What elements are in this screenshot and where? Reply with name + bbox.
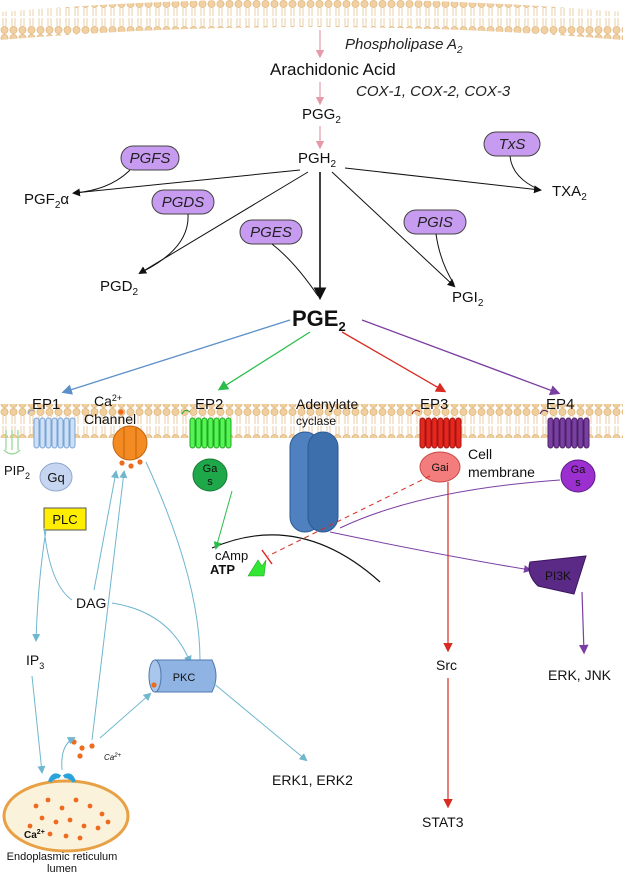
svg-text:s: s: [575, 477, 581, 489]
arrow-pge-ep2: [217, 331, 311, 391]
metabolite-arachidonic-acid: Arachidonic Acid: [270, 60, 396, 79]
receptor-ep3-label: EP3: [420, 396, 448, 413]
metabolite-pgf2a: PGF2α: [24, 191, 69, 211]
ip3-label: IP3: [26, 652, 44, 671]
ca-channel-label: Ca2+: [94, 393, 122, 409]
dag-to-pkc: [111, 602, 192, 664]
src-label: Src: [436, 657, 457, 673]
receptor-ep4-label: EP4: [546, 396, 574, 413]
receptor-ep2-label: EP2: [195, 396, 223, 413]
ca-channel-label-2: Channel: [84, 411, 136, 427]
adenylate-cyclase: [289, 431, 339, 533]
svg-text:PGIS: PGIS: [417, 214, 453, 231]
receptor-ep3: [411, 409, 462, 449]
adenylate-label-2: cyclase: [296, 414, 336, 428]
atp-arrow: [247, 559, 267, 577]
line-pgh-pgd: [138, 171, 309, 275]
adenylate-to-pi3k: [329, 531, 532, 573]
er-to-cyto: [61, 737, 76, 771]
metabolite-pge2: PGE2: [292, 306, 346, 334]
free-ca-dots: [71, 739, 95, 759]
svg-text:Gq: Gq: [47, 470, 64, 485]
gq-protein: Gq: [39, 462, 73, 492]
pip2-molecule: [3, 430, 21, 455]
svg-text:Gai: Gai: [431, 462, 448, 474]
receptor-ep4: [539, 409, 590, 449]
arrow-pkc-erk: [211, 681, 308, 762]
svg-text:PKC: PKC: [173, 672, 196, 684]
plc-box: PLC: [43, 507, 87, 531]
svg-text:PGES: PGES: [250, 224, 292, 241]
svg-text:Ga: Ga: [571, 464, 587, 476]
metabolite-pgi2: PGI2: [452, 289, 484, 309]
pip2-to-dag: [43, 527, 73, 601]
metabolite-pgg2: PGG2: [302, 106, 341, 126]
cell-membrane-label-2: membrane: [468, 464, 535, 480]
inhibition-bar: [261, 549, 273, 565]
pkc-shape: PKC: [148, 659, 217, 693]
pi3k-shape: PI3K: [528, 555, 587, 595]
enzyme-pges: PGES: [239, 219, 319, 297]
gai-protein: Gai: [419, 451, 461, 483]
adenylate-label: Adenylate: [296, 396, 358, 412]
arrow-gas-camp: [213, 490, 233, 550]
svg-text:PLC: PLC: [52, 512, 77, 527]
channel-to-erk: [60, 326, 122, 395]
ca-channel: [112, 409, 148, 469]
dag-to-channel: [93, 470, 119, 591]
erk-jnk-label: ERK, JNK: [548, 667, 612, 683]
enzyme-cox: COX-1, COX-2, COX-3: [356, 83, 511, 100]
enzyme-pgis: PGIS: [403, 209, 467, 285]
line-pgh-pgf: [72, 169, 301, 197]
arrow-pi3k-erk: [578, 591, 589, 655]
arrow-pge-ep3: [341, 331, 447, 393]
free-ca-label: Ca2+: [104, 753, 122, 762]
arrow-ip3-er: [31, 675, 46, 774]
line-pgh-txa: [344, 167, 542, 194]
line-pgh-pgi: [331, 171, 456, 288]
metabolite-txa2: TXA2: [552, 183, 587, 203]
erk12-label: ERK1, ERK2: [272, 772, 353, 788]
svg-text:s: s: [207, 476, 213, 488]
cell-membrane-label: Cell: [468, 446, 492, 462]
endoplasmic-reticulum: Ca2+: [2, 773, 130, 853]
enzyme-pgfs: PGFS: [73, 145, 180, 194]
enzyme-txs: TxS: [483, 131, 541, 191]
svg-text:PGDS: PGDS: [162, 194, 205, 211]
er-label-2: lumen: [47, 863, 77, 873]
atp-label: ATP: [210, 562, 235, 577]
pip2-to-ip3: [32, 529, 47, 642]
ca-to-pkc: [99, 692, 152, 739]
dag-label: DAG: [76, 595, 106, 611]
camp-curve: [211, 534, 381, 583]
enzyme-pgds: PGDS: [141, 189, 215, 273]
camp-label: cAmp: [215, 548, 248, 563]
receptor-ep1: [27, 409, 76, 449]
ca-to-pkc-long: [145, 461, 201, 661]
receptor-ep2: [181, 409, 232, 449]
metabolite-pgd2: PGD2: [100, 278, 139, 298]
ca-to-channel: [91, 470, 128, 741]
receptor-ep1-label: EP1: [32, 396, 60, 413]
svg-text:PI3K: PI3K: [545, 569, 571, 583]
metabolite-pgh2: PGH2: [298, 150, 337, 170]
er-ca-label: Ca2+: [24, 829, 45, 841]
svg-text:PGFS: PGFS: [130, 150, 171, 167]
gas-protein-ep4: Ga s: [560, 459, 596, 493]
top-membrane: [0, 0, 623, 40]
gai-inhibition: [267, 475, 431, 557]
pip2-label: PIP2: [4, 463, 30, 481]
arrow-pge-ep1: [61, 319, 291, 395]
svg-text:TxS: TxS: [499, 136, 526, 153]
svg-text:Ga: Ga: [203, 463, 219, 475]
stat3-label: STAT3: [422, 814, 464, 830]
er-label: Endoplasmic reticulum: [7, 851, 118, 863]
arrow-pge-ep4: [361, 319, 561, 396]
cell-membrane: [0, 404, 623, 438]
ep4-to-adenylate: [339, 479, 561, 529]
gas-protein-ep2: Ga s: [192, 458, 228, 492]
enzyme-phospholipase: Phospholipase A2: [345, 36, 463, 56]
